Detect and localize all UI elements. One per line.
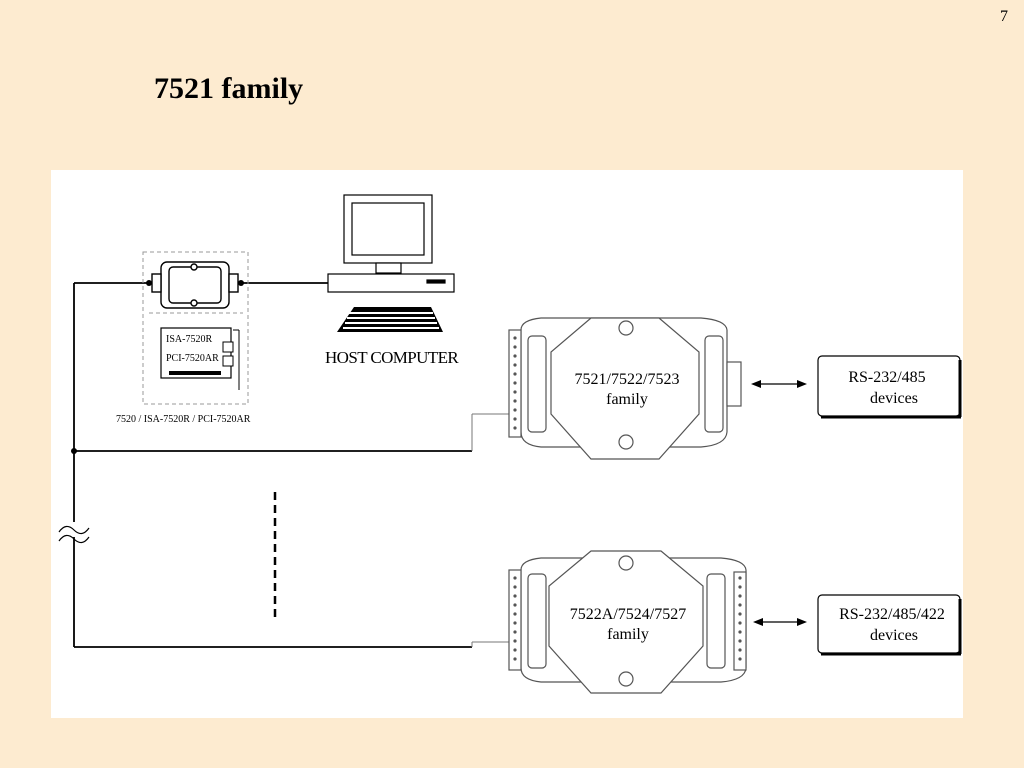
page-number: 7	[1000, 8, 1008, 25]
module-7522a-terminal-block-left	[513, 576, 517, 661]
module-7522a-icon	[508, 550, 747, 694]
host-computer: HOST COMPUTER	[325, 194, 460, 367]
device-box-1-line2: devices	[870, 390, 918, 407]
module-7521-label-line2: family	[606, 391, 648, 408]
device-box-rs232-485: RS-232/485 devices	[817, 355, 962, 419]
line-break-symbol	[58, 525, 90, 544]
slide-title: 7521 family	[154, 72, 304, 105]
module-7522a-family: 7522A/7524/7527 family	[471, 550, 747, 694]
interface-card-icon: ISA-7520R PCI-7520AR	[160, 327, 240, 390]
module-7522a-terminal-block-right	[738, 576, 742, 661]
computer-case-icon	[327, 273, 455, 293]
converter-7520-icon	[151, 261, 239, 309]
module-7521-terminal-block	[513, 336, 517, 430]
double-arrow-icon	[753, 618, 807, 626]
device-box-2-line1: RS-232/485/422	[839, 606, 945, 623]
module-7521-family: 7521/7522/7523 family	[471, 317, 742, 460]
device-box-2-line2: devices	[870, 627, 918, 644]
host-computer-label: HOST COMPUTER	[325, 348, 459, 367]
bus-wiring	[73, 282, 472, 648]
monitor-icon	[343, 194, 433, 274]
keyboard-icon	[337, 307, 443, 332]
diagram-panel: ISA-7520R PCI-7520AR 7520 / ISA-7520R / …	[51, 170, 963, 718]
device-box-1-line1: RS-232/485	[848, 369, 925, 386]
module-7521-icon	[508, 317, 742, 460]
device-box-rs232-485-422: RS-232/485/422 devices	[817, 594, 962, 656]
module-7522a-label-line2: family	[607, 626, 649, 643]
module-7522a-label-line1: 7522A/7524/7527	[570, 606, 686, 623]
card-label-isa: ISA-7520R	[166, 334, 212, 345]
module-7521-label-line1: 7521/7522/7523	[575, 371, 680, 388]
converter-caption: 7520 / ISA-7520R / PCI-7520AR	[116, 414, 251, 425]
card-label-pci: PCI-7520AR	[166, 353, 219, 364]
double-arrow-icon	[751, 380, 807, 388]
wire-junctions	[71, 280, 244, 454]
converter-7520: ISA-7520R PCI-7520AR 7520 / ISA-7520R / …	[116, 251, 251, 425]
network-diagram: ISA-7520R PCI-7520AR 7520 / ISA-7520R / …	[58, 194, 962, 694]
